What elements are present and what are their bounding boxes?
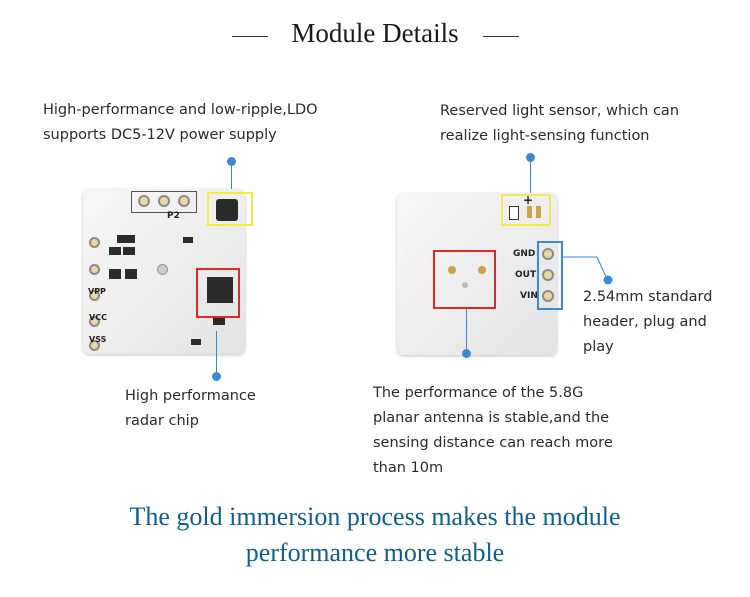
smd-part bbox=[109, 247, 121, 255]
antenna-caption-line2: planar antenna is stable,and the bbox=[373, 410, 610, 426]
pcb-pad bbox=[178, 195, 190, 207]
chip-caption-line2: radar chip bbox=[125, 413, 199, 429]
pcb-back: + GND OUT VIN bbox=[397, 193, 557, 355]
pcb-pad bbox=[89, 237, 100, 248]
silk-gnd: GND bbox=[513, 249, 536, 259]
header-pin-gnd bbox=[542, 248, 554, 260]
header-pin-vin bbox=[542, 290, 554, 302]
ldo-caption-line1: High-performance and low-ripple,LDO bbox=[43, 102, 318, 118]
chip-leader-dot bbox=[212, 372, 221, 381]
light-sensor-pad bbox=[536, 206, 541, 218]
footer-line2: performance more stable bbox=[245, 538, 505, 567]
silk-vss: VSS bbox=[89, 335, 107, 344]
page-title: Module Details bbox=[291, 18, 459, 48]
silk-plus: + bbox=[523, 193, 534, 207]
chip-caption-line1: High performance bbox=[125, 388, 256, 404]
ldo-caption: High-performance and low-ripple,LDO supp… bbox=[43, 98, 318, 148]
pcb-via bbox=[157, 264, 168, 275]
ldo-caption-line2: supports DC5-12V power supply bbox=[43, 127, 277, 143]
pcb-pad bbox=[89, 340, 100, 351]
silk-vin: VIN bbox=[520, 291, 538, 301]
pcb-pad bbox=[89, 290, 100, 301]
radar-chip bbox=[207, 277, 233, 303]
antenna-caption-line4: than 10m bbox=[373, 460, 444, 476]
header-caption: 2.54mm standard header, plug and play bbox=[583, 285, 712, 360]
antenna-caption: The performance of the 5.8G planar anten… bbox=[373, 381, 613, 481]
pcb-pad bbox=[89, 264, 100, 275]
title-rule-right bbox=[483, 36, 519, 37]
silk-out: OUT bbox=[515, 270, 537, 280]
smd-part bbox=[213, 317, 225, 325]
header-caption-line2: header, plug and bbox=[583, 314, 707, 330]
light-caption-line1: Reserved light sensor, which can bbox=[440, 103, 680, 119]
pcb-pad bbox=[158, 195, 170, 207]
antenna-via bbox=[478, 266, 486, 274]
pcb-pad bbox=[89, 316, 100, 327]
antenna-leader-line bbox=[466, 309, 467, 353]
light-leader-dot bbox=[526, 153, 535, 162]
antenna-highlight-box bbox=[433, 250, 496, 309]
smd-part bbox=[183, 237, 193, 243]
silk-p2: P2 bbox=[167, 211, 180, 221]
radar-chip-highlight-box bbox=[196, 268, 240, 318]
footer-line1: The gold immersion process makes the mod… bbox=[129, 502, 621, 531]
smd-part bbox=[123, 247, 135, 255]
antenna-via bbox=[448, 266, 456, 274]
smd-part bbox=[117, 235, 135, 243]
header-caption-line1: 2.54mm standard bbox=[583, 289, 713, 305]
light-leader-line bbox=[530, 161, 531, 193]
smd-part bbox=[109, 269, 121, 279]
silk-vcc: VCC bbox=[89, 313, 107, 322]
light-sensor-pad bbox=[509, 206, 519, 220]
title-rule-left bbox=[232, 36, 268, 37]
antenna-caption-line3: sensing distance can reach more bbox=[373, 435, 613, 451]
header-caption-line3: play bbox=[583, 339, 614, 355]
light-caption-line2: realize light-sensing function bbox=[440, 128, 650, 144]
ldo-leader-dot bbox=[227, 157, 236, 166]
pcb-front: P2 VPP VCC VSS bbox=[83, 189, 253, 354]
chip-leader-line bbox=[216, 331, 217, 375]
header-highlight-box bbox=[537, 241, 563, 310]
smd-part bbox=[191, 339, 201, 345]
ldo-leader-line bbox=[231, 165, 232, 195]
ldo-highlight-box bbox=[207, 192, 253, 226]
antenna-caption-line1: The performance of the 5.8G bbox=[373, 385, 584, 401]
light-sensor-caption: Reserved light sensor, which can realize… bbox=[440, 99, 679, 149]
pcb-pad bbox=[138, 195, 150, 207]
ldo-regulator bbox=[216, 199, 238, 221]
footer-text: The gold immersion process makes the mod… bbox=[0, 499, 750, 571]
light-sensor-pad bbox=[527, 206, 532, 218]
header-pin-out bbox=[542, 269, 554, 281]
silk-vpp: VPP bbox=[88, 287, 106, 296]
chip-caption: High performance radar chip bbox=[125, 384, 256, 434]
antenna-leader-dot bbox=[462, 349, 471, 358]
p2-outline bbox=[131, 191, 197, 213]
header-leader-line bbox=[563, 256, 613, 285]
antenna-via bbox=[462, 282, 468, 288]
light-sensor-highlight-box bbox=[501, 194, 551, 226]
smd-part bbox=[125, 269, 137, 279]
